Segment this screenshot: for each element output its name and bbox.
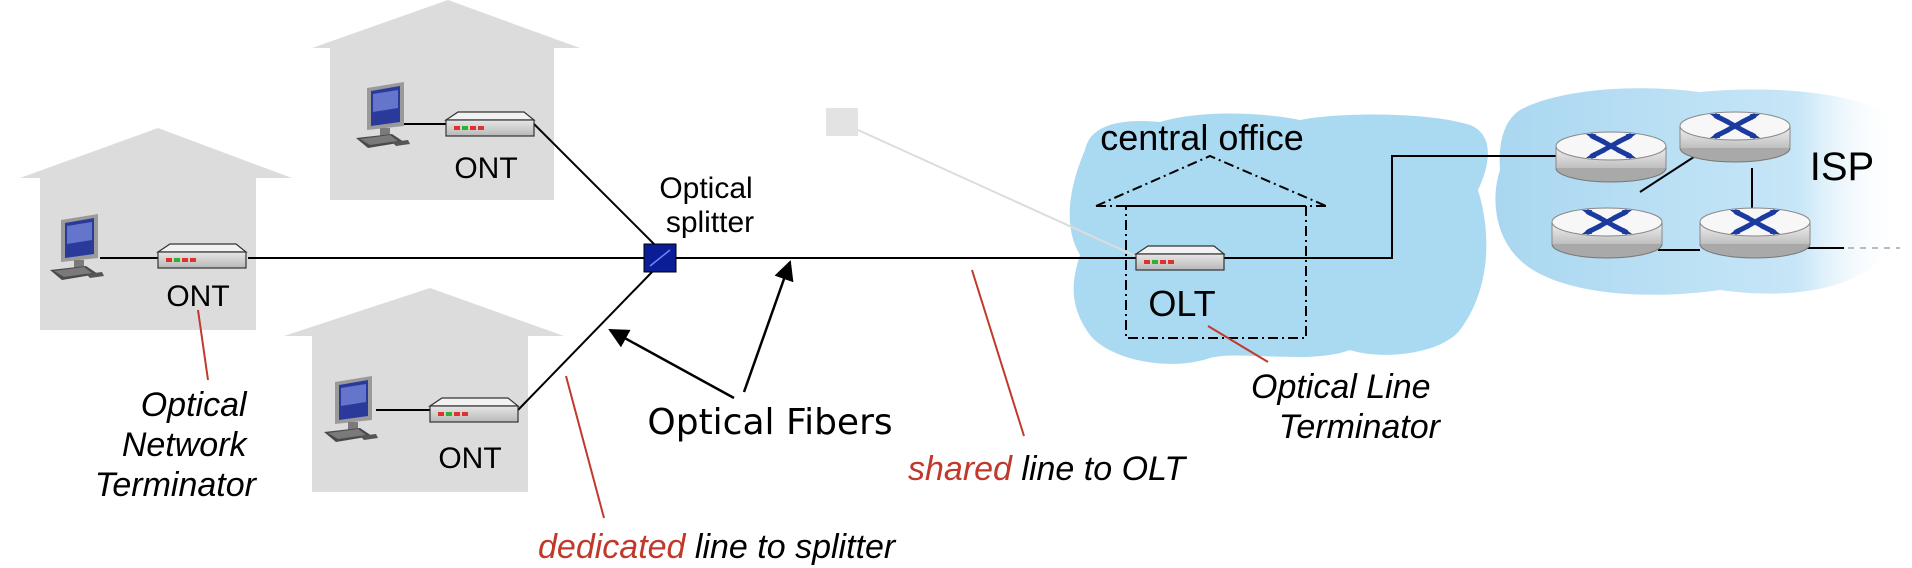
house-bottom xyxy=(284,288,564,492)
optical-fibers-label: Optical Fibers xyxy=(647,402,892,443)
dedicated-line-label: dedicated line to splitter xyxy=(538,528,897,566)
router-icon xyxy=(1552,208,1662,258)
shared-callout-line xyxy=(971,269,1025,437)
fiber-arrow-right xyxy=(742,260,794,393)
olt-callout-text: Optical Line Terminator xyxy=(1251,368,1442,446)
splitter-icon xyxy=(643,243,677,273)
shared-line-label: shared line to OLT xyxy=(908,450,1187,488)
dedicated-callout-line xyxy=(565,375,605,519)
central-office-building xyxy=(1095,154,1327,339)
ont-callout-text: Optical Network Terminator xyxy=(95,386,258,504)
olt-box-icon xyxy=(1135,245,1225,271)
fiber-arrow-left xyxy=(608,328,735,400)
house-left xyxy=(20,128,292,330)
ont-label-bottom: ONT xyxy=(438,442,501,475)
central-office-cloud xyxy=(1069,113,1488,364)
splitter-label-line1: Optical xyxy=(659,172,752,205)
ont-box-icon xyxy=(445,111,535,137)
ont-box-icon xyxy=(429,397,519,423)
splitter-label-line2: splitter xyxy=(666,206,754,239)
ont-label-left: ONT xyxy=(166,280,229,313)
optical-fibers xyxy=(100,123,1844,411)
router-icon xyxy=(1556,132,1666,182)
ont-callout-line xyxy=(197,309,209,381)
ghost-line xyxy=(857,129,1141,259)
house-top xyxy=(312,0,580,200)
isp-label: ISP xyxy=(1810,145,1874,189)
ont-label-top: ONT xyxy=(454,152,517,185)
router-icon xyxy=(1700,208,1810,258)
ont-box-icon xyxy=(157,243,247,269)
router-icon xyxy=(1680,112,1790,162)
olt-callout-line xyxy=(1207,325,1269,363)
ghost-square xyxy=(826,108,858,136)
olt-label: OLT xyxy=(1148,283,1215,324)
central-office-label: central office xyxy=(1100,117,1303,158)
